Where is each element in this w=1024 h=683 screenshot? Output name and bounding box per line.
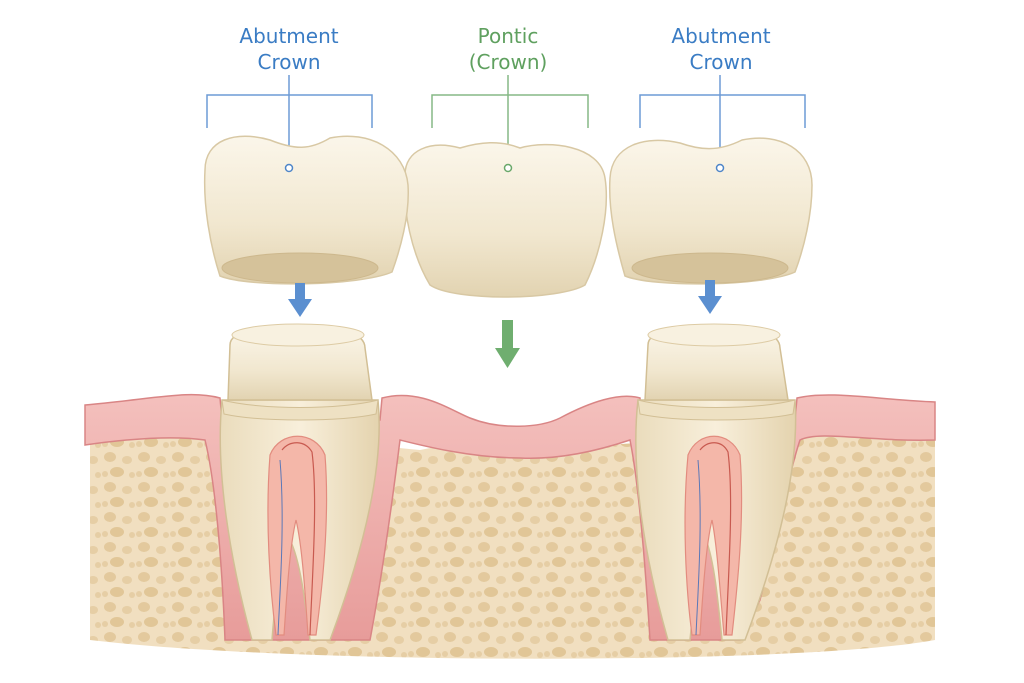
arrow-down-icon — [288, 283, 312, 317]
right-crown-opening — [631, 252, 789, 284]
left-abutment-tooth — [219, 323, 380, 641]
right-stump-top — [647, 323, 781, 347]
left-nerve-blue — [277, 459, 283, 636]
center-bracket — [431, 94, 589, 128]
label-left-abutment-line1: Abutment — [239, 24, 339, 48]
center-crown-dot — [503, 163, 513, 173]
left-nerve-red — [281, 442, 316, 636]
right-crown-dot — [715, 163, 725, 173]
right-nerve-blue — [695, 459, 701, 636]
right-nerve-red — [699, 442, 732, 636]
right-abutment-crown — [608, 137, 813, 285]
left-stump-top — [231, 323, 365, 347]
label-right-abutment-line2: Crown — [689, 50, 753, 74]
label-right-abutment: Abutment Crown — [621, 23, 821, 75]
label-left-abutment: Abutment Crown — [189, 23, 389, 75]
arrow-down-icon — [698, 280, 722, 314]
right-abutment-tooth — [635, 323, 797, 641]
left-crown-dot — [284, 163, 294, 173]
bridge-crowns — [203, 135, 813, 298]
label-left-abutment-line2: Crown — [257, 50, 321, 74]
pontic-crown — [403, 142, 608, 298]
label-pontic-line2: (Crown) — [468, 50, 548, 74]
label-pontic-line1: Pontic — [477, 24, 539, 48]
right-collar — [637, 399, 796, 421]
arrow-down-icon — [495, 320, 520, 368]
right-bracket — [639, 94, 806, 128]
left-abutment-crown — [203, 135, 410, 285]
label-right-abutment-line1: Abutment — [671, 24, 771, 48]
label-brackets — [206, 75, 806, 167]
label-pontic: Pontic (Crown) — [408, 23, 608, 75]
left-crown-opening — [221, 252, 379, 284]
left-collar — [221, 399, 379, 421]
